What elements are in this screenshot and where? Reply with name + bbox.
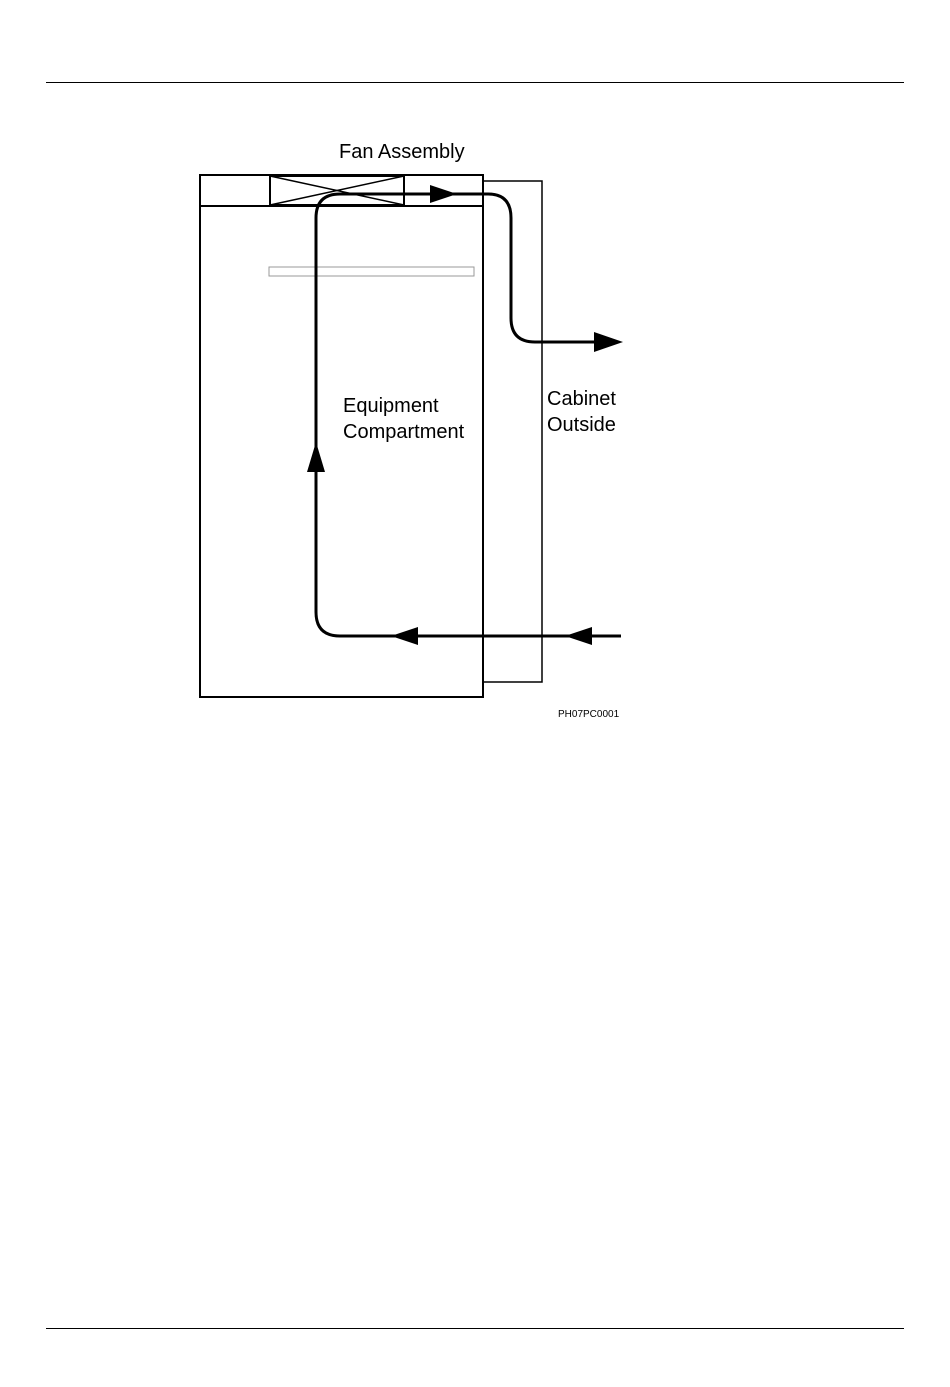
airflow-arrow-exhaust [594, 332, 623, 352]
footer-rule [46, 1328, 904, 1329]
equipment-label-line1: Equipment [343, 395, 439, 417]
cabinet-label-line2: Outside [547, 414, 616, 436]
fan-assembly-label: Fan Assembly [339, 141, 465, 163]
airflow-arrow-inlet-outer [565, 627, 592, 645]
equipment-label-line2: Compartment [343, 421, 465, 443]
cabinet-label-line1: Cabinet [547, 388, 616, 410]
figure-code: PH07PC0001 [558, 709, 620, 720]
